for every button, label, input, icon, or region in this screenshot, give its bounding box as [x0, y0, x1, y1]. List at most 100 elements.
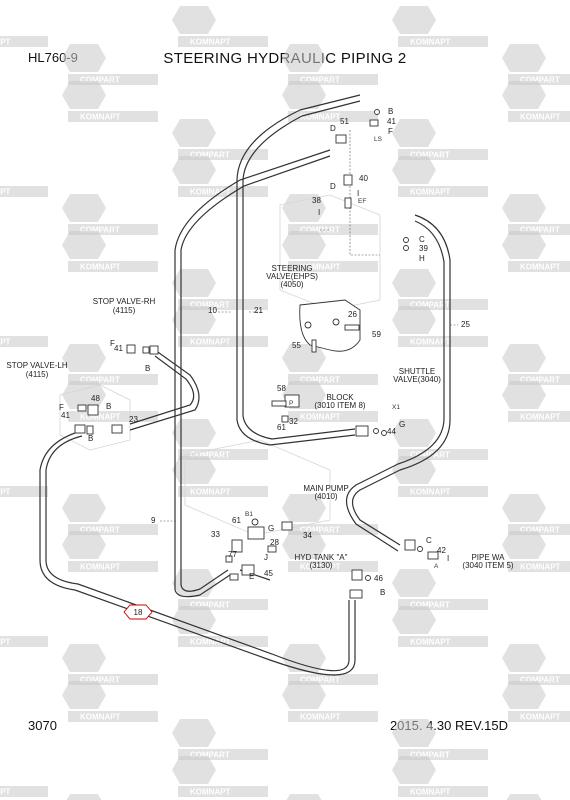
callout-34: 34 [303, 531, 312, 540]
watermark-text: KOMNAPT [410, 338, 451, 347]
watermark-tile: KOMNAPT [392, 306, 488, 347]
watermark-text: KOMNAPT [0, 38, 11, 47]
block-label: BLOCK [326, 393, 354, 402]
hose-lines [39, 94, 451, 676]
watermark-text: KOMNAPT [80, 413, 121, 422]
watermark-tile: KOMNAPT [0, 36, 48, 47]
letter-f-top: F [388, 127, 393, 136]
callout-51: 51 [340, 117, 349, 126]
watermark-text: COMPART [300, 676, 340, 685]
callout-40: 40 [359, 174, 368, 183]
watermark-tile: COMPART [502, 44, 570, 85]
watermark-tile: KOMNAPT [172, 456, 268, 497]
watermark-text: KOMNAPT [0, 788, 11, 797]
watermark-text: KOMNAPT [300, 713, 341, 722]
hyd-tank-label: HYD TANK "A" [295, 553, 348, 562]
watermark-text: COMPART [520, 676, 560, 685]
watermark-tile: COMPART [282, 494, 378, 535]
callout-25: 25 [461, 320, 470, 329]
letter-b-lh: B [106, 402, 111, 411]
pipe-21 [236, 180, 356, 446]
watermark-tile: COMPART [286, 794, 322, 800]
callout-18-hexagon [123, 604, 153, 620]
watermark-tile: KOMNAPT [392, 456, 488, 497]
letter-e-pump: E [249, 572, 254, 581]
callout-32: 32 [289, 417, 298, 426]
stop-valve-lh-ref: (4115) [26, 370, 49, 379]
watermark-tile: COMPART [392, 269, 488, 310]
watermark-tile: COMPART [62, 344, 158, 385]
watermark-tile: COMPART [392, 719, 488, 760]
watermark-tile: KOMNAPT [282, 81, 378, 122]
letter-h-top: H [419, 254, 425, 263]
watermark-text: COMPART [190, 451, 230, 460]
watermark-tile: KOMNAPT [502, 381, 570, 422]
letter-b-rh: B [145, 364, 150, 373]
watermark-tile: KOMNAPT [502, 81, 570, 122]
watermark-text: COMPART [80, 676, 120, 685]
watermark-tile: KOMNAPT [0, 186, 48, 197]
letter-d-top: D [330, 124, 336, 133]
watermark-tile: KOMNAPT [282, 681, 378, 722]
callout-45: 45 [264, 569, 273, 578]
watermark-text: COMPART [300, 376, 340, 385]
watermark-tile: KOMNAPT [62, 81, 158, 122]
watermark-text: KOMNAPT [80, 263, 121, 272]
callout-77: 77 [228, 550, 237, 559]
watermark-text: COMPART [80, 76, 120, 85]
stop-valve-lh-label: STOP VALVE-LH [6, 361, 67, 370]
main-pump-label: MAIN PUMP [303, 484, 348, 493]
port-b1: B1 [245, 511, 253, 518]
watermark-text: KOMNAPT [410, 788, 451, 797]
watermark-text: KOMNAPT [190, 638, 231, 647]
watermark-text: KOMNAPT [520, 713, 561, 722]
port-x1: X1 [392, 404, 400, 411]
watermark-tile: KOMNAPT [0, 486, 48, 497]
watermark-tile: COMPART [502, 194, 570, 235]
watermark-tile: KOMNAPT [392, 156, 488, 197]
callout-61-pump: 61 [232, 516, 241, 525]
watermark-text: KOMNAPT [300, 563, 341, 572]
watermark-tile: KOMNAPT [392, 606, 488, 647]
shuttle-valve-label: SHUTTLE [399, 367, 435, 376]
watermark-tile: KOMNAPT [282, 231, 378, 272]
watermark-tile: COMPART [502, 344, 570, 385]
callout-41-rh: 41 [114, 344, 123, 353]
port-a: A [434, 563, 439, 570]
watermark-text: KOMNAPT [300, 263, 341, 272]
letter-f-lh: F [59, 403, 64, 412]
watermark-tile: KOMNAPT [0, 636, 48, 647]
callout-23: 23 [129, 415, 138, 424]
watermark-tile: COMPART [502, 494, 570, 535]
letter-b-lh2: B [88, 434, 93, 443]
watermark-tile: COMPART [392, 419, 488, 460]
hose-18 [39, 429, 356, 676]
letter-i-mid: I [357, 189, 359, 198]
watermark-text: COMPART [80, 376, 120, 385]
watermark-text: COMPART [190, 301, 230, 310]
callout-26: 26 [348, 310, 357, 319]
watermark-tile: KOMNAPT [62, 381, 158, 422]
watermark-tile: KOMNAPT [172, 6, 268, 47]
watermark-tile: KOMNAPT [172, 306, 268, 347]
watermark-tile: COMPART [172, 719, 268, 760]
watermark-text: COMPART [300, 226, 340, 235]
watermark-tile: COMPART [172, 269, 268, 310]
callout-61-block: 61 [277, 423, 286, 432]
letter-i-low: I [318, 208, 320, 217]
watermark-tile: COMPART [282, 194, 378, 235]
callout-46: 46 [374, 574, 383, 583]
watermark-text: COMPART [80, 526, 120, 535]
watermark-tile: COMPART [282, 44, 378, 85]
watermark-tile: KOMNAPT [502, 681, 570, 722]
watermark-text: COMPART [520, 526, 560, 535]
watermark-tile: KOMNAPT [502, 531, 570, 572]
watermark-text: KOMNAPT [0, 488, 11, 497]
callout-39: 39 [419, 244, 428, 253]
callout-58: 58 [277, 384, 286, 393]
letter-c-top: C [419, 235, 425, 244]
watermark-text: KOMNAPT [410, 488, 451, 497]
watermark-text: COMPART [300, 76, 340, 85]
watermark-text: KOMNAPT [80, 713, 121, 722]
